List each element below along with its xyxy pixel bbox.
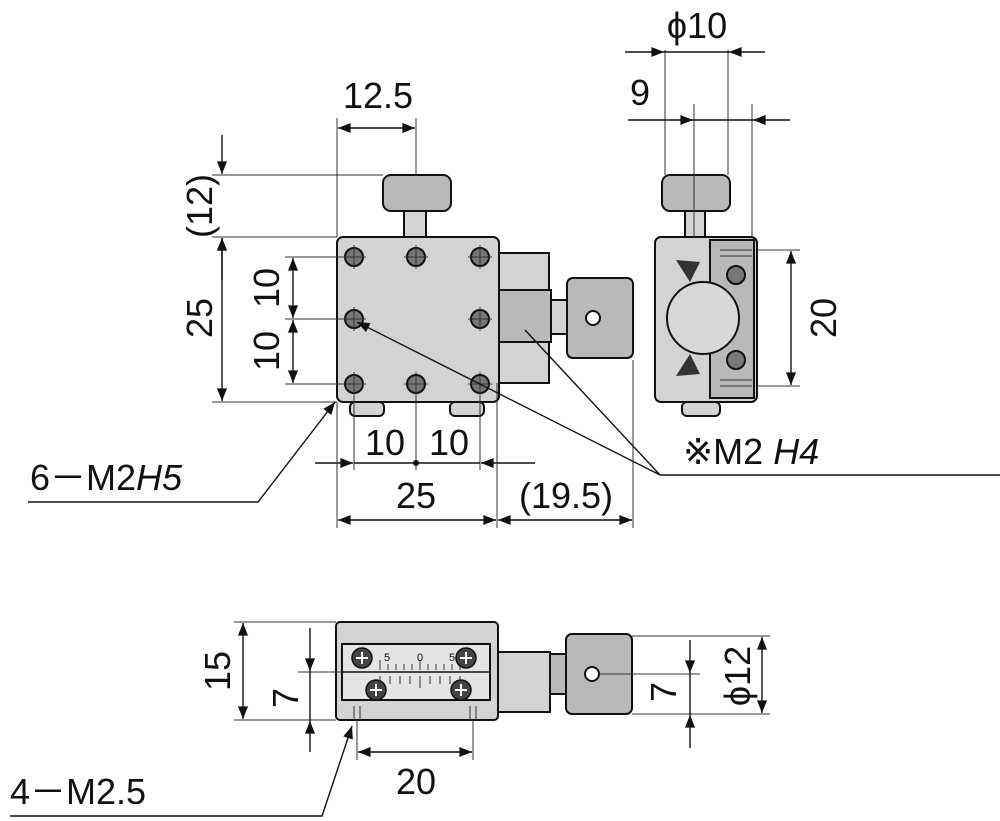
note-spec: ※M2: [683, 431, 763, 472]
foot-left: [349, 401, 385, 417]
tapped-holes: [342, 245, 492, 396]
front-knob-dot: [584, 666, 600, 682]
side-screw: [726, 265, 746, 285]
label-6-m2: 6－M2H5: [30, 457, 183, 498]
holes-spec: 6－M2: [30, 457, 136, 498]
scale-0: 0: [417, 652, 423, 664]
dim-7-left: 7: [265, 688, 306, 708]
dim-20-vertical: 20: [803, 298, 844, 338]
dim-phi10: ϕ10: [667, 5, 727, 46]
front-screws: [351, 647, 477, 701]
side-top-shaft: [684, 210, 706, 238]
scale-5-right: 5: [449, 652, 455, 664]
top-knob-body: [382, 174, 452, 212]
side-knob-circle: [666, 281, 740, 355]
side-knob-dot: [585, 310, 601, 326]
holes-depth: H5: [136, 457, 183, 498]
top-knob-shaft: [403, 210, 427, 238]
dim-10-lower: 10: [246, 331, 287, 371]
dim-7-right: 7: [643, 682, 684, 702]
dim-phi12: ϕ12: [717, 646, 758, 706]
top-view: 12.5 (12) 25 10 10 10 10 25: [28, 75, 1000, 528]
dim-12-paren: (12): [179, 174, 220, 238]
label-4-m2-5: 4－M2.5: [10, 771, 146, 812]
side-top-knob: [661, 174, 731, 212]
side-foot: [681, 401, 721, 417]
side-knob-collar: [496, 289, 552, 343]
front-knob-shaft: [549, 653, 567, 695]
foot-right: [449, 401, 485, 417]
dim-9: 9: [630, 72, 650, 113]
side-knob-shaft: [550, 299, 568, 335]
dim-10-right: 10: [429, 422, 469, 463]
dim-10-upper: 10: [246, 268, 287, 308]
dim-25-horizontal: 25: [396, 475, 436, 516]
dim-12-5: 12.5: [343, 75, 413, 116]
front-view: 5 0 5 15 7: [10, 621, 770, 817]
dim-20-horizontal: 20: [396, 761, 436, 802]
dim-10-left: 10: [365, 422, 405, 463]
side-screw: [726, 350, 746, 370]
note-depth: H4: [773, 431, 819, 472]
front-knob-housing: [497, 651, 551, 713]
dim-19-5-paren: (19.5): [519, 475, 613, 516]
scale-5-left: 5: [384, 652, 390, 664]
dim-25-vertical: 25: [179, 298, 220, 338]
dim-15: 15: [197, 651, 238, 691]
